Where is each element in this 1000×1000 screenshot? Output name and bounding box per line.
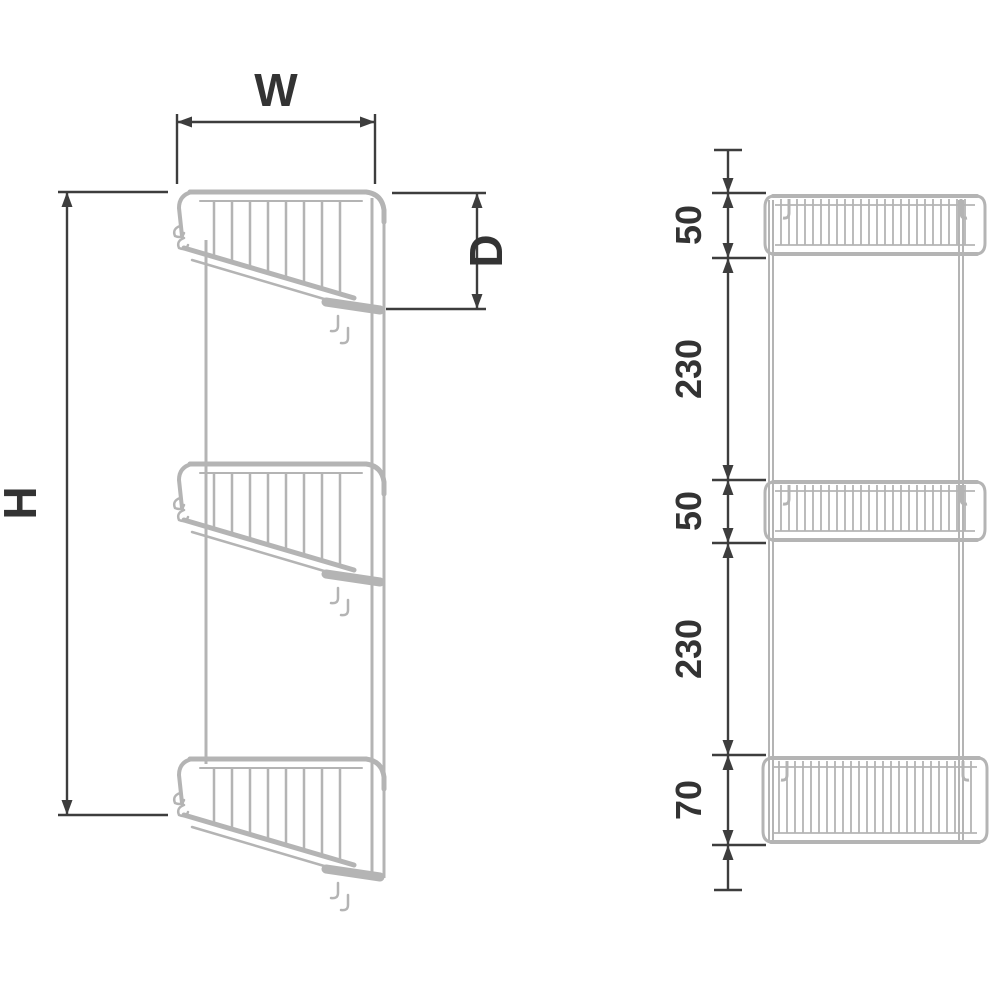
w-arrow-right [360, 116, 375, 128]
chain-arrow [722, 480, 734, 495]
chain-arrow [722, 755, 734, 770]
h-arrow-top [61, 192, 73, 207]
side-view: 50 230 50 230 70 [668, 148, 989, 892]
dimension-h [58, 190, 168, 817]
height-label: H [0, 486, 46, 519]
chain-arrow [722, 465, 734, 480]
chain-arrow [722, 830, 734, 845]
chain-arrow [722, 543, 734, 558]
segment-dimension-label-5: 70 [668, 780, 709, 820]
chain-arrow [722, 243, 734, 258]
d-arrow-top [471, 193, 483, 208]
depth-label: D [460, 234, 512, 267]
chain-arrow [722, 845, 734, 860]
segment-dimension-label-2: 230 [668, 339, 709, 399]
chain-arrow [722, 258, 734, 273]
side-basket-1 [763, 194, 987, 256]
side-view-rails [768, 200, 964, 843]
d-arrow-bottom [471, 294, 483, 309]
chain-arrow [722, 193, 734, 208]
chain-arrow [722, 740, 734, 755]
dimension-w [175, 114, 377, 184]
segment-dimension-label-1: 50 [668, 205, 709, 245]
basket-tier-3 [174, 759, 384, 910]
chain-arrow [722, 528, 734, 543]
chain-arrow [722, 178, 734, 193]
side-rail-right [958, 200, 964, 843]
segment-dimension-label-3: 50 [668, 491, 709, 531]
side-basket-2 [763, 480, 987, 542]
w-arrow-left [177, 116, 192, 128]
width-label: W [254, 64, 298, 116]
dimension-d [386, 191, 486, 311]
front-view: W D H [0, 64, 512, 910]
side-basket-3 [761, 756, 989, 844]
side-rail-left [768, 200, 774, 843]
h-arrow-bottom [61, 800, 73, 815]
segment-dimension-label-4: 230 [668, 619, 709, 679]
dimension-chain [712, 148, 766, 892]
